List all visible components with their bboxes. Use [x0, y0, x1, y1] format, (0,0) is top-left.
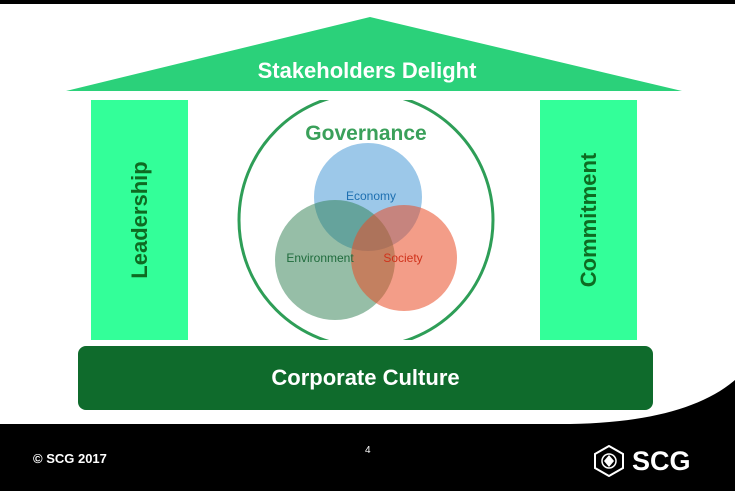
corporate-culture-base: Corporate Culture [78, 346, 653, 410]
scg-logo-text: SCG [632, 446, 691, 476]
venn-diagram: Governance Economy Environment Society [237, 100, 495, 340]
footer-band [0, 380, 735, 491]
scg-emblem-icon [594, 444, 624, 478]
environment-label: Environment [286, 251, 354, 265]
copyright-text: © SCG 2017 [33, 451, 107, 466]
roof-label: Stakeholders Delight [257, 58, 477, 83]
pillar-leadership: Leadership [91, 100, 188, 340]
economy-label: Economy [346, 189, 396, 203]
roof-triangle [66, 17, 682, 91]
society-label: Society [383, 251, 422, 265]
page-number: 4 [365, 445, 371, 456]
society-circle [351, 205, 457, 311]
pillar-leadership-label: Leadership [126, 161, 152, 279]
scg-logo: SCG [592, 444, 724, 478]
top-rule [0, 0, 735, 4]
pillar-commitment-label: Commitment [575, 152, 601, 288]
pillar-commitment: Commitment [540, 100, 637, 340]
governance-label: Governance [305, 122, 426, 145]
